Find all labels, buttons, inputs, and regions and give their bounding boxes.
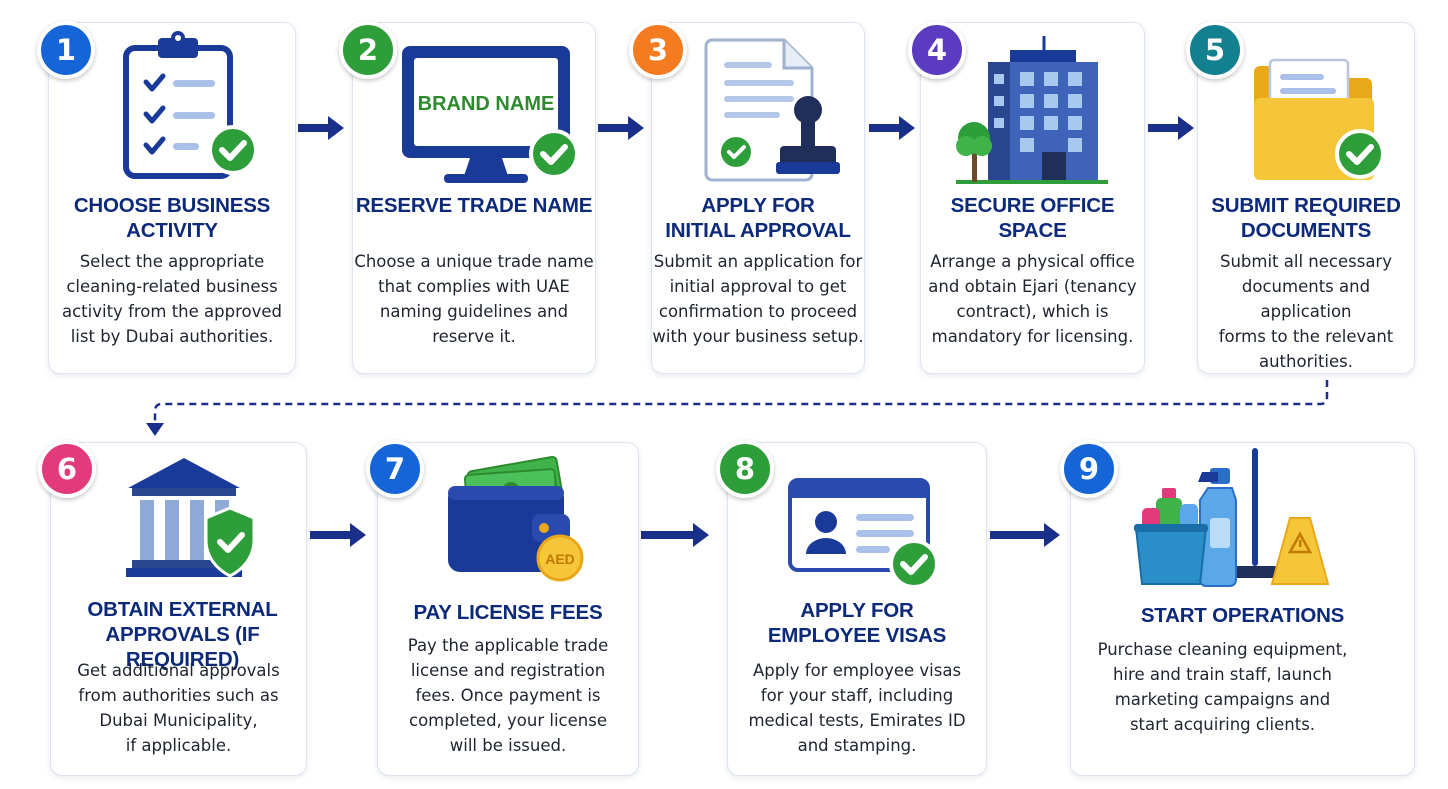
step-7-description: Pay the applicable trade license and reg…	[407, 636, 609, 755]
step-8-badge: 8	[716, 440, 774, 498]
step-5-title: SUBMIT REQUIRED DOCUMENTS	[1211, 194, 1401, 242]
step-9-description: Purchase cleaning equipment, hire and tr…	[1097, 640, 1348, 734]
arrow-6-to-7	[310, 521, 368, 549]
step-9-card	[1070, 442, 1415, 776]
step-3-description: Submit an application for initial approv…	[652, 252, 864, 346]
step-2-description: Choose a unique trade name that complies…	[354, 252, 594, 346]
step-6-description: Get additional approvals from authoritie…	[77, 661, 280, 755]
arrow-2-to-3	[598, 114, 646, 142]
step-2-title: RESERVE TRADE NAME	[355, 194, 593, 217]
step-8-title: APPLY FOR EMPLOYEE VISAS	[767, 599, 947, 647]
step-8-description: Apply for employee visas for your staff,…	[748, 661, 966, 755]
step-3-badge: 3	[629, 21, 687, 79]
step-5-description: Submit all necessary documents and appli…	[1218, 252, 1394, 371]
folder-icon	[1248, 54, 1388, 184]
step-1-badge: 1	[37, 21, 95, 79]
coin-text: AED	[545, 551, 575, 567]
office-building-icon	[950, 34, 1120, 184]
arrow-1-to-2	[298, 114, 346, 142]
step-4-title: SECURE OFFICE SPACE	[950, 194, 1115, 242]
step-3-title: APPLY FOR INITIAL APPROVAL	[665, 194, 851, 242]
arrow-7-to-8	[641, 521, 711, 549]
step-6-badge: 6	[38, 440, 96, 498]
step-6-card	[50, 442, 307, 776]
id-card-icon	[786, 476, 946, 596]
monitor-screen-text: BRAND NAME	[418, 93, 555, 115]
monitor-icon: BRAND NAME	[398, 40, 582, 190]
step-4-description: Arrange a physical office and obtain Eja…	[928, 252, 1137, 346]
step-9-badge: 9	[1060, 440, 1118, 498]
step-1-description: Select the appropriate cleaning-related …	[62, 252, 282, 346]
arrow-8-to-9	[990, 521, 1062, 549]
step-1-title: CHOOSE BUSINESS ACTIVITY	[73, 194, 271, 242]
step-6-title: OBTAIN EXTERNAL APPROVALS (IF REQUIRED)	[87, 598, 278, 671]
government-building-icon	[124, 454, 264, 584]
step-4-badge: 4	[908, 21, 966, 79]
arrow-3-to-4	[869, 114, 917, 142]
step-7-title: PAY LICENSE FEES	[413, 601, 603, 624]
step-2-badge: 2	[339, 21, 397, 79]
wallet-icon: AED	[444, 455, 594, 586]
arrow-4-to-5	[1148, 114, 1196, 142]
cleaning-supplies-icon	[1132, 448, 1332, 588]
step-5-badge: 5	[1186, 21, 1244, 79]
step-7-badge: 7	[366, 440, 424, 498]
step-9-title: START OPERATIONS	[1140, 604, 1345, 627]
clipboard-checklist-icon	[118, 30, 258, 180]
document-stamp-icon	[704, 36, 854, 186]
